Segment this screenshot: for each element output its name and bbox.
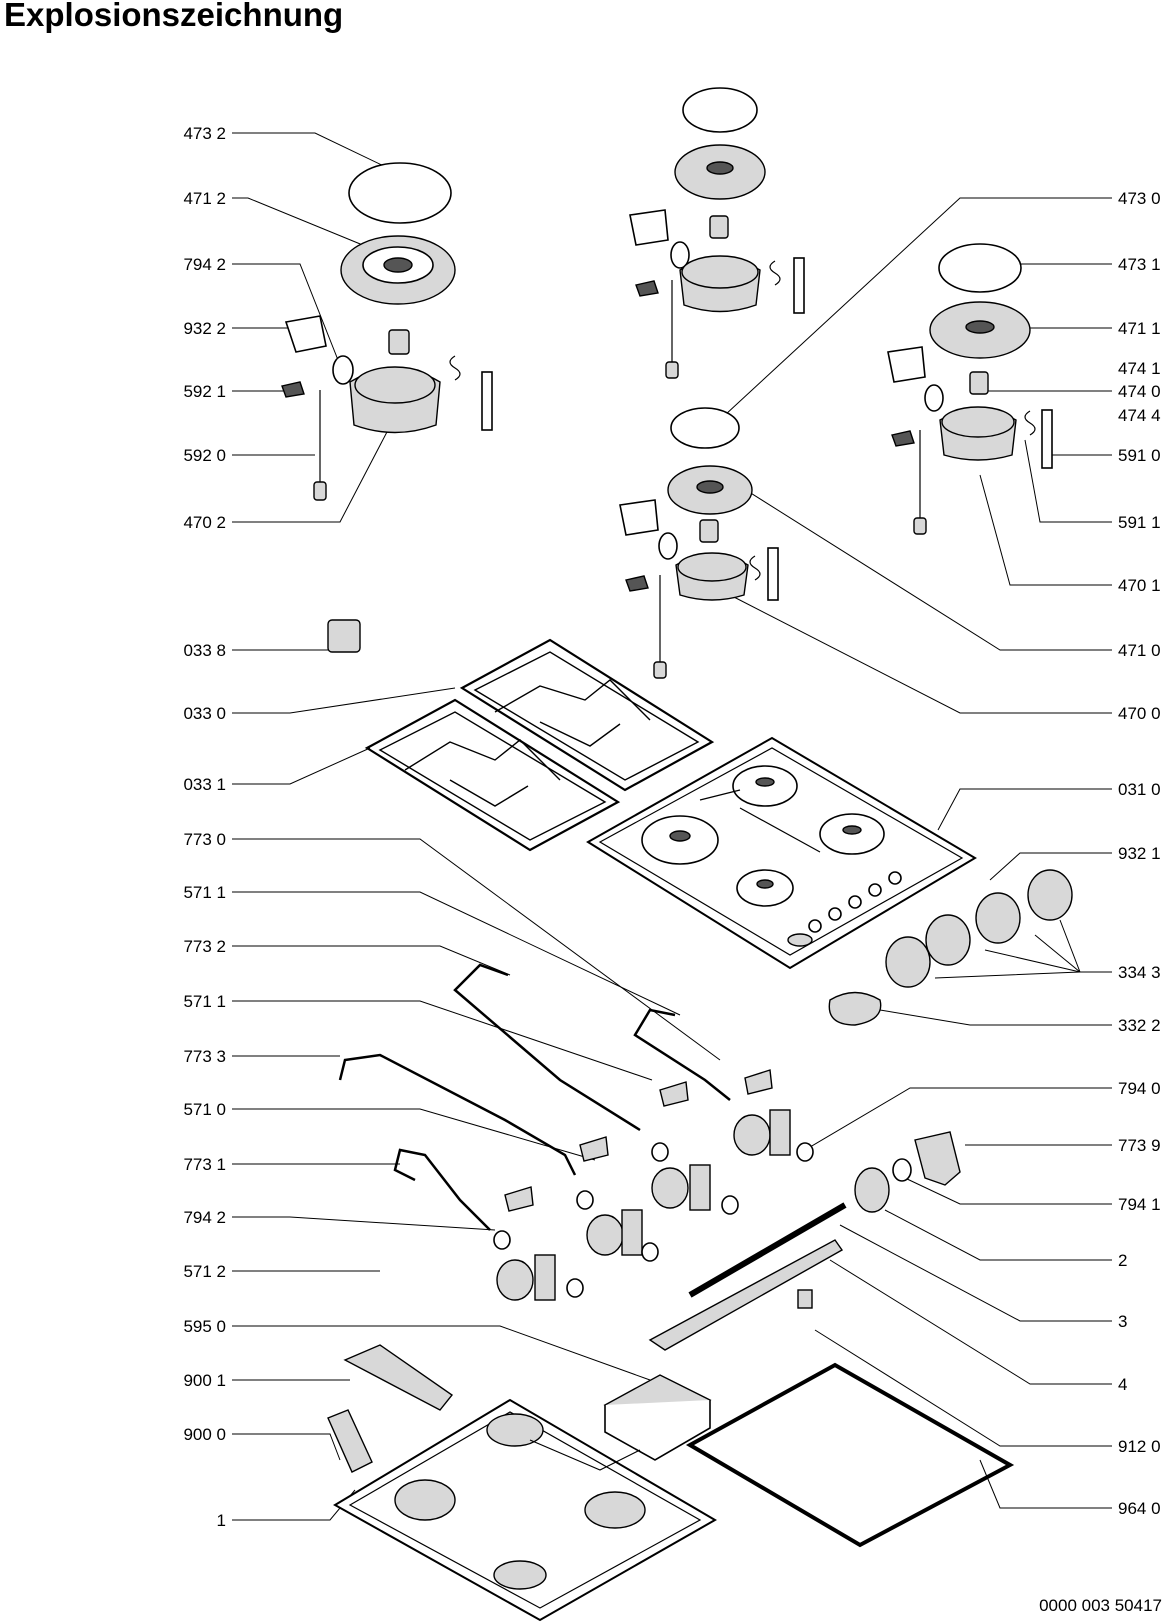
callout-label-right: 473 0 (1118, 189, 1161, 208)
control-knobs-3343 (828, 869, 1073, 1026)
seal-7941 (892, 1158, 912, 1182)
callout-label-right: 471 0 (1118, 641, 1161, 660)
callout-label-left: 571 0 (183, 1100, 226, 1119)
gas-rail-3 (688, 1202, 847, 1298)
document-code: 0000 003 50417 (1039, 1596, 1162, 1615)
lower-parts (327, 1344, 712, 1473)
callout-label-right: 474 4 (1118, 406, 1161, 425)
burner-center-front (619, 407, 779, 679)
callout-label-right: 591 0 (1118, 446, 1161, 465)
callout-label-right: 470 0 (1118, 704, 1161, 723)
rubber-foot-0338 (327, 619, 361, 653)
callout-label-right: 471 1 (1118, 319, 1161, 338)
electrode-clip-5921 (281, 381, 305, 398)
callout-label-right: 4 (1118, 1375, 1127, 1394)
screw-9120 (797, 1289, 813, 1309)
callout-label-left: 571 1 (183, 883, 226, 902)
callout-label-right: 470 1 (1118, 576, 1161, 595)
callout-label-right: 474 1 (1118, 359, 1161, 378)
seal-ring-7942 (332, 355, 354, 385)
callout-label-left: 773 3 (183, 1047, 226, 1066)
callout-label-left: 033 8 (183, 641, 226, 660)
callout-label-left: 773 0 (183, 830, 226, 849)
callout-label-left: 571 1 (183, 992, 226, 1011)
base-tray-1 (333, 1398, 717, 1622)
callout-label-left: 592 1 (183, 382, 226, 401)
bracket-9001 (343, 1344, 454, 1411)
valve-5712 (493, 1186, 584, 1301)
callout-label-right: 964 0 (1118, 1499, 1161, 1518)
elbow-7739 (914, 1131, 961, 1186)
callout-label-left: 571 2 (183, 1262, 226, 1281)
callout-label-right: 031 0 (1118, 780, 1161, 799)
pan-support-front-0331 (364, 698, 621, 852)
gas-valves (493, 1069, 814, 1301)
callout-label-right: 2 (1118, 1251, 1127, 1270)
leader-lines (232, 132, 1112, 1521)
callout-label-left: 033 1 (183, 775, 226, 794)
callout-label-right: 932 1 (1118, 844, 1161, 863)
valve-5711 (651, 1081, 739, 1215)
callout-label-left: 773 2 (183, 937, 226, 956)
callout-label-left: 932 2 (183, 319, 226, 338)
nut-2 (854, 1167, 890, 1213)
burner-right (887, 243, 1053, 535)
callout-label-right: 332 2 (1118, 1016, 1161, 1035)
callout-label-right: 794 1 (1118, 1195, 1161, 1214)
pan-supports (364, 638, 715, 852)
callout-label-left: 470 2 (183, 513, 226, 532)
gas-inlet (648, 1131, 961, 1351)
rail-bracket-4 (648, 1239, 844, 1351)
valve-5710 (733, 1069, 814, 1162)
page-title: Explosionszeichnung (4, 0, 344, 33)
callout-label-right: 591 1 (1118, 513, 1161, 532)
hob-top-0310 (586, 736, 977, 970)
callout-label-left: 794 2 (183, 1208, 226, 1227)
callout-label-left: 773 1 (183, 1155, 226, 1174)
burner-cap-4732 (348, 162, 452, 224)
callout-label-right: 334 3 (1118, 963, 1161, 982)
callout-label-left: 471 2 (183, 189, 226, 208)
burner-left-rear (281, 162, 493, 501)
pan-support-rear-0330 (459, 638, 715, 792)
bracket-9322 (284, 315, 327, 353)
callout-label-left: 794 2 (183, 255, 226, 274)
callout-label-left: 1 (217, 1511, 226, 1530)
callout-label-left: 900 1 (183, 1371, 226, 1390)
gas-pipes (338, 963, 731, 1231)
callout-label-right: 473 1 (1118, 255, 1161, 274)
callout-label-left: 473 2 (183, 124, 226, 143)
seal-9640 (685, 1362, 1015, 1548)
callout-label-right: 474 0 (1118, 382, 1161, 401)
callout-label-left: 900 0 (183, 1425, 226, 1444)
nozzle (388, 329, 410, 355)
bracket-9000 (327, 1409, 373, 1473)
callout-label-left: 033 0 (183, 704, 226, 723)
callout-label-right: 794 0 (1118, 1079, 1161, 1098)
callout-label-right: 3 (1118, 1312, 1127, 1331)
callout-label-right: 773 9 (1118, 1136, 1161, 1155)
callout-label-right: 912 0 (1118, 1437, 1161, 1456)
ignition-button-3322 (828, 991, 882, 1026)
valve-5711b (576, 1136, 659, 1262)
burner-center-rear (629, 87, 805, 379)
callout-label-left: 595 0 (183, 1317, 226, 1336)
callout-label-left: 592 0 (183, 446, 226, 465)
